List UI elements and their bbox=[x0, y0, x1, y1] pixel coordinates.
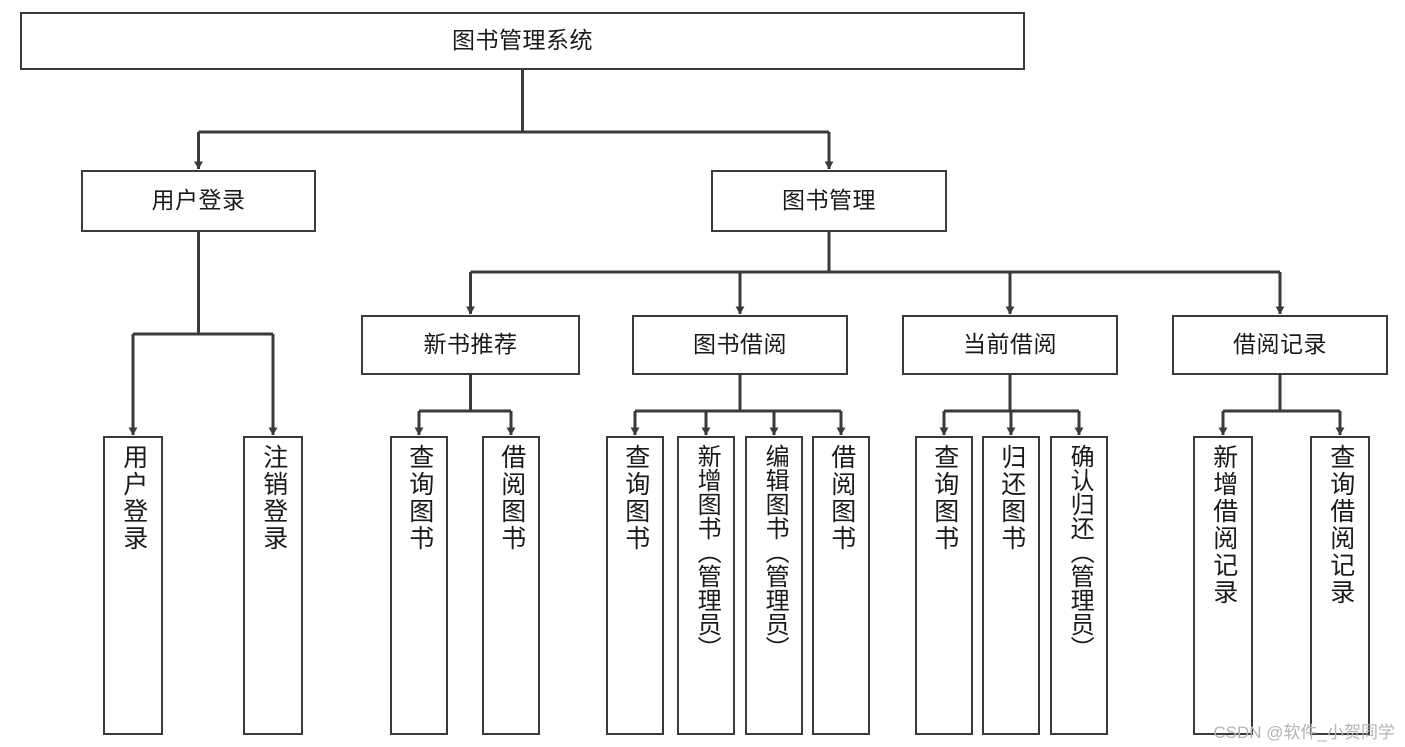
node-label-leaf-return-book: 归还图书 bbox=[997, 444, 1026, 552]
node-label-leaf-query-book-3: 查询图书 bbox=[930, 444, 959, 552]
node-leaf-add-book[interactable]: 新增图书（管理员） bbox=[677, 436, 735, 735]
node-new-book-recommend[interactable]: 新书推荐 bbox=[361, 315, 580, 375]
node-label-current-borrow: 当前借阅 bbox=[963, 331, 1057, 358]
node-leaf-query-record[interactable]: 查询借阅记录 bbox=[1310, 436, 1370, 735]
node-label-book-borrow: 图书借阅 bbox=[693, 331, 787, 358]
node-label-user-login: 用户登录 bbox=[151, 187, 246, 214]
node-label-leaf-borrow-book-1: 借阅图书 bbox=[497, 444, 526, 552]
csdn-watermark: CSDN @软件_小贺同学 bbox=[1213, 723, 1395, 742]
node-leaf-add-record[interactable]: 新增借阅记录 bbox=[1193, 436, 1253, 735]
node-book-borrow[interactable]: 图书借阅 bbox=[632, 315, 848, 375]
node-label-leaf-confirm-return: 确认归还（管理员） bbox=[1066, 444, 1094, 660]
node-leaf-edit-book[interactable]: 编辑图书（管理员） bbox=[745, 436, 803, 735]
node-leaf-return-book[interactable]: 归还图书 bbox=[982, 436, 1040, 735]
node-book-management[interactable]: 图书管理 bbox=[711, 170, 947, 232]
node-leaf-query-book-2[interactable]: 查询图书 bbox=[606, 436, 664, 735]
node-label-new-book-recommend: 新书推荐 bbox=[423, 331, 518, 358]
node-label-book-management: 图书管理 bbox=[782, 187, 876, 214]
node-user-login[interactable]: 用户登录 bbox=[81, 170, 316, 232]
node-label-root: 图书管理系统 bbox=[452, 27, 593, 54]
node-leaf-borrow-book-1[interactable]: 借阅图书 bbox=[482, 436, 540, 735]
node-root[interactable]: 图书管理系统 bbox=[20, 12, 1025, 70]
node-leaf-query-book-3[interactable]: 查询图书 bbox=[915, 436, 973, 735]
node-label-leaf-edit-book: 编辑图书（管理员） bbox=[761, 444, 789, 660]
node-label-leaf-add-book: 新增图书（管理员） bbox=[693, 444, 721, 660]
node-leaf-query-book-1[interactable]: 查询图书 bbox=[390, 436, 448, 735]
node-label-leaf-query-record: 查询借阅记录 bbox=[1326, 444, 1355, 606]
node-current-borrow[interactable]: 当前借阅 bbox=[902, 315, 1118, 375]
node-label-leaf-logout: 注销登录 bbox=[259, 444, 288, 552]
node-label-leaf-user-login: 用户登录 bbox=[119, 444, 148, 552]
node-label-leaf-add-record: 新增借阅记录 bbox=[1209, 444, 1238, 606]
node-leaf-user-login[interactable]: 用户登录 bbox=[103, 436, 163, 735]
node-leaf-confirm-return[interactable]: 确认归还（管理员） bbox=[1050, 436, 1108, 735]
node-leaf-logout[interactable]: 注销登录 bbox=[243, 436, 303, 735]
node-leaf-borrow-book-2[interactable]: 借阅图书 bbox=[812, 436, 870, 735]
node-label-borrow-record: 借阅记录 bbox=[1233, 331, 1327, 358]
node-label-leaf-query-book-2: 查询图书 bbox=[621, 444, 650, 552]
node-borrow-record[interactable]: 借阅记录 bbox=[1172, 315, 1388, 375]
node-label-leaf-borrow-book-2: 借阅图书 bbox=[827, 444, 856, 552]
node-label-leaf-query-book-1: 查询图书 bbox=[405, 444, 434, 552]
